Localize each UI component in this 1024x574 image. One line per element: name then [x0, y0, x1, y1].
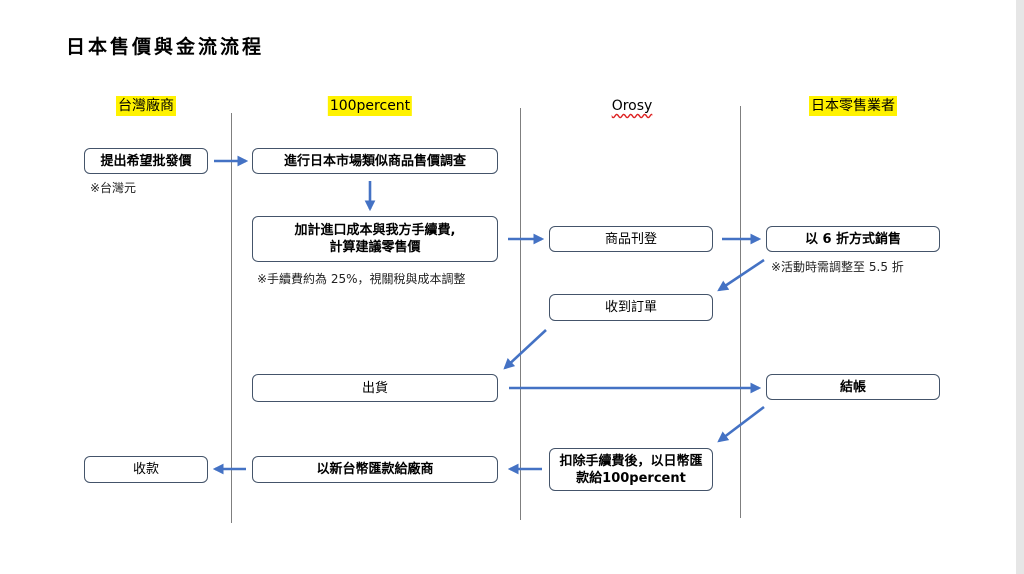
arrow-order-to-ship: [503, 329, 547, 370]
box-calc-retail-price: 加計進口成本與我方手續費, 計算建議零售價: [252, 216, 498, 262]
box-ship: 出貨: [252, 374, 498, 402]
box-receive-payment: 收款: [84, 456, 208, 483]
page-title: 日本售價與金流流程: [66, 36, 265, 58]
box-label: 以新台幣匯款給廠商: [316, 462, 434, 477]
box-product-listing: 商品刊登: [549, 226, 713, 252]
box-hope-wholesale-price: 提出希望批發價: [84, 148, 208, 174]
box-label: 進行日本市場類似商品售價調查: [283, 153, 466, 169]
note-event: ※活動時需調整至 5.5 折: [771, 260, 904, 274]
box-label: 結帳: [839, 379, 866, 395]
box-label: 收款: [132, 462, 159, 477]
box-label-line2: 計算建議零售價: [329, 240, 421, 255]
note-fee: ※手續費約為 25%，視關稅與成本調整: [257, 272, 466, 286]
lane-header-100percent: 100percent: [327, 96, 413, 116]
arrow-sell-to-order: [717, 258, 765, 292]
box-receive-order: 收到訂單: [549, 294, 713, 321]
box-label-line1: 扣除手續費後，以日幣匯: [559, 453, 703, 469]
box-deduct-fee-remit-jpy: 扣除手續費後，以日幣匯 款給100percent: [549, 448, 713, 491]
box-label-line2: 款給100percent: [576, 470, 686, 486]
lane-header-taiwan-vendor: 台灣廠商: [116, 96, 176, 116]
window-edge: [1016, 0, 1024, 574]
box-sell-discount: 以 6 折方式銷售: [766, 226, 940, 252]
box-label: 提出希望批發價: [100, 153, 192, 169]
box-market-survey: 進行日本市場類似商品售價調查: [252, 148, 498, 174]
box-label: 以 6 折方式銷售: [804, 231, 902, 247]
lane-header-japan-retailer: 日本零售業者: [809, 96, 897, 116]
lane-divider-3: [740, 106, 741, 518]
lane-divider-2: [520, 108, 521, 520]
box-label: 收到訂單: [604, 300, 657, 315]
lane-header-orosy: Orosy: [611, 98, 653, 114]
box-checkout: 結帳: [766, 374, 940, 400]
box-remit-twd: 以新台幣匯款給廠商: [252, 456, 498, 483]
arrow-checkout-to-deduct: [717, 405, 765, 443]
box-label-line1: 加計進口成本與我方手續費,: [294, 223, 456, 238]
box-label: 出貨: [361, 380, 388, 396]
box-label: 商品刊登: [604, 231, 657, 247]
lane-divider-1: [231, 113, 232, 523]
note-twd: ※台灣元: [90, 181, 137, 195]
